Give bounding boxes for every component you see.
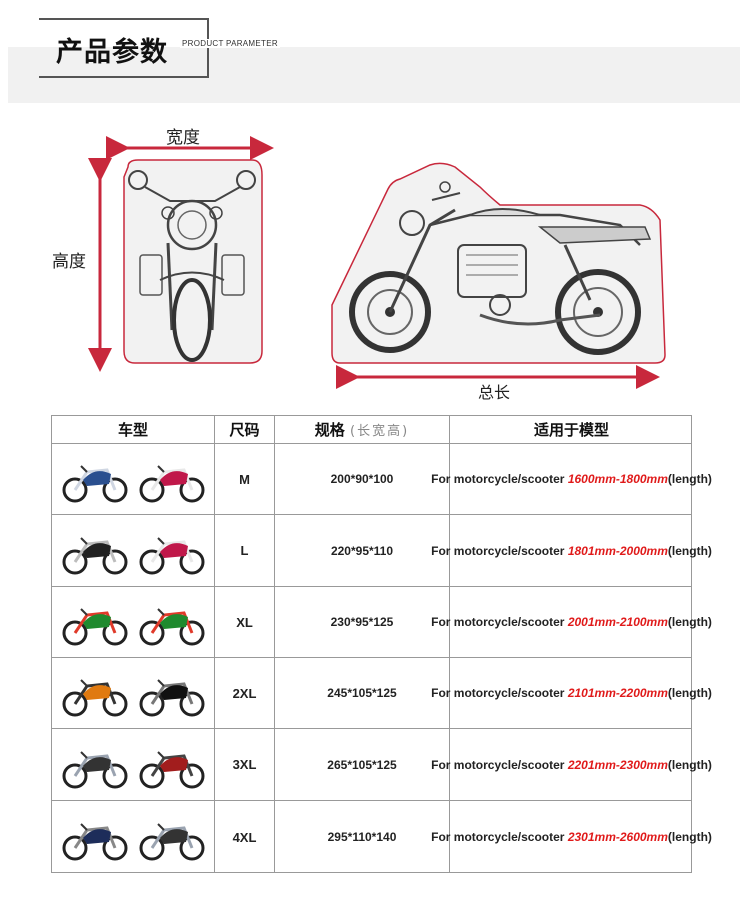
fit-range: 1801mm-2000mm — [567, 543, 668, 558]
size-value: 3XL — [232, 757, 257, 772]
size-cell: M — [215, 444, 275, 514]
spec-cell: 220*95*110 — [275, 515, 450, 586]
size-value: 4XL — [232, 829, 257, 845]
cruiser-bike-icon — [62, 823, 127, 861]
model-images — [52, 444, 215, 514]
size-value: L — [240, 543, 249, 558]
spec-value: 230*95*125 — [330, 615, 394, 629]
fit-prefix: For motorcycle/scooter — [431, 543, 568, 558]
side-view-icon — [331, 162, 666, 364]
table-row: M 200*90*100 For motorcycle/scooter 1600mm… — [52, 444, 712, 515]
fit-text: For motorcycle/scooter 2201mm-2300mm(len… — [431, 758, 712, 772]
size-value: 2XL — [232, 685, 257, 701]
table-row: 2XL 245*105*125 For motorcycle/scooter 210… — [52, 658, 712, 729]
size-value: XL — [236, 614, 253, 630]
header-fit: 适用于模型 — [533, 421, 609, 439]
fit-prefix: For motorcycle/scooter — [431, 757, 568, 772]
table-header-row: 车型 尺码 规格 (长宽高) 适用于模型 — [52, 416, 691, 444]
fit-range: 2101mm-2200mm — [567, 686, 668, 700]
fit-cell: For motorcycle/scooter 2001mm-2100mm(len… — [431, 587, 712, 657]
naked-bike-icon — [139, 679, 204, 717]
header-band — [8, 47, 740, 103]
fit-suffix: (length) — [667, 830, 712, 844]
spec-cell: 295*110*140 — [275, 801, 450, 873]
size-cell: 3XL — [215, 729, 275, 800]
underbone-motorcycle-icon — [62, 536, 127, 574]
fit-suffix: (length) — [667, 543, 712, 558]
fit-prefix: For motorcycle/scooter — [431, 686, 568, 700]
fit-range: 1600mm-1800mm — [567, 472, 668, 486]
size-cell: L — [215, 515, 275, 586]
fit-suffix: (length) — [667, 472, 712, 486]
model-images — [52, 515, 215, 586]
scooter-icon — [139, 536, 204, 574]
table-row: 3XL 265*105*125 For motorcycle/scooter 220… — [52, 729, 712, 801]
scooter-icon — [139, 465, 204, 503]
fit-text: For motorcycle/scooter 1801mm-2000mm(len… — [431, 544, 712, 558]
fit-suffix: (length) — [667, 615, 712, 629]
size-cell: XL — [215, 587, 275, 657]
spec-value: 295*110*140 — [327, 830, 397, 844]
touring-bike-icon — [139, 823, 204, 861]
page-title: 产品参数 — [56, 37, 168, 68]
sport-bike-icon — [62, 608, 127, 646]
header-size: 尺码 — [215, 416, 275, 444]
touring-bike-icon — [62, 750, 127, 788]
spec-value: 245*105*125 — [327, 686, 397, 700]
spec-cell: 265*105*125 — [275, 729, 450, 800]
header-spec-note: (长宽高) — [350, 424, 410, 439]
spec-value: 265*105*125 — [327, 757, 397, 772]
size-value: M — [239, 471, 250, 487]
diagram-drawing — [88, 136, 666, 389]
model-images — [52, 729, 215, 800]
table-row: L 220*95*110 For motorcycle/scooter 1801mm… — [52, 515, 712, 587]
fit-text: For motorcycle/scooter 2001mm-2100mm(len… — [431, 615, 712, 629]
fit-suffix: (length) — [667, 757, 712, 772]
fit-text: For motorcycle/scooter 2101mm-2200mm(len… — [431, 686, 712, 700]
size-cell: 2XL — [215, 658, 275, 728]
title-frame — [39, 18, 209, 78]
header-model: 车型 — [52, 416, 215, 444]
page-subtitle: PRODUCT PARAMETER — [180, 39, 280, 48]
fit-range: 2301mm-2600mm — [567, 830, 668, 844]
fit-prefix: For motorcycle/scooter — [431, 615, 568, 629]
dirt-bike-icon — [62, 679, 127, 717]
maxi-scooter-icon — [139, 750, 204, 788]
spec-cell: 200*90*100 — [275, 444, 450, 514]
header-spec: 规格 (长宽高) — [275, 416, 450, 444]
spec-value: 200*90*100 — [330, 472, 394, 486]
table-row: XL 230*95*125 For motorcycle/scooter 2001m… — [52, 587, 712, 658]
dimension-diagram: 宽度 高度 总长 — [0, 115, 748, 410]
fit-prefix: For motorcycle/scooter — [431, 830, 568, 844]
fit-cell: For motorcycle/scooter 1600mm-1800mm(len… — [431, 444, 712, 514]
front-view-icon — [123, 159, 263, 364]
fit-cell: For motorcycle/scooter 2301mm-2600mm(len… — [431, 801, 712, 873]
bicycle-icon — [62, 465, 127, 503]
fit-cell: For motorcycle/scooter 2201mm-2300mm(len… — [431, 729, 712, 800]
fit-suffix: (length) — [667, 686, 712, 700]
model-images — [52, 658, 215, 728]
header-spec-label: 规格 — [314, 421, 345, 439]
table-row: 4XL 295*110*140 For motorcycle/scooter 230… — [52, 801, 712, 873]
model-images — [52, 587, 215, 657]
spec-value: 220*95*110 — [330, 543, 394, 558]
fit-prefix: For motorcycle/scooter — [431, 472, 568, 486]
fit-range: 2201mm-2300mm — [567, 757, 668, 772]
height-label: 高度 — [52, 252, 86, 272]
fit-range: 2001mm-2100mm — [567, 615, 668, 629]
fit-cell: For motorcycle/scooter 1801mm-2000mm(len… — [431, 515, 712, 586]
fit-text: For motorcycle/scooter 2301mm-2600mm(len… — [431, 830, 712, 844]
spec-cell: 230*95*125 — [275, 587, 450, 657]
sport-bike-icon — [139, 608, 204, 646]
size-cell: 4XL — [215, 801, 275, 873]
spec-cell: 245*105*125 — [275, 658, 450, 728]
model-images — [52, 801, 215, 873]
fit-text: For motorcycle/scooter 1600mm-1800mm(len… — [431, 472, 712, 486]
fit-cell: For motorcycle/scooter 2101mm-2200mm(len… — [431, 658, 712, 728]
